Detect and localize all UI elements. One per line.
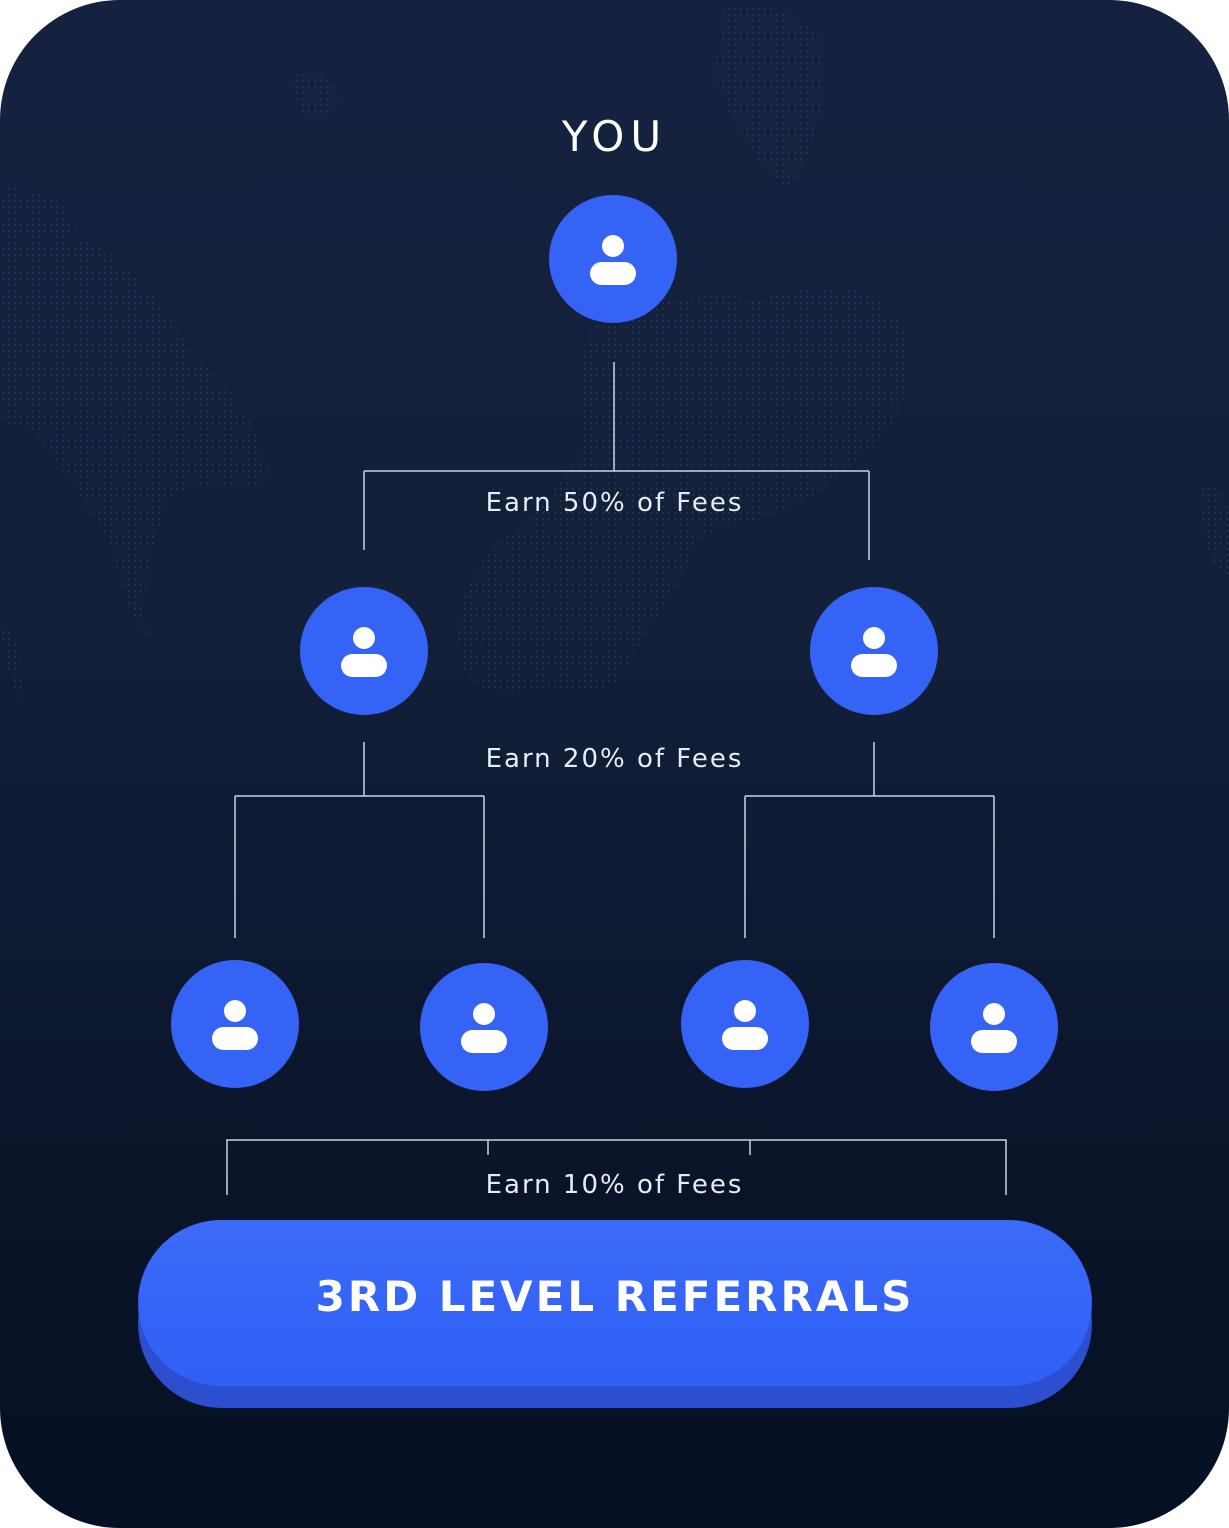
- level-1-referral-node: [810, 587, 938, 715]
- user-icon: [212, 1000, 258, 1050]
- user-icon: [971, 1003, 1017, 1053]
- level-2-referral-node: [681, 960, 809, 1088]
- user-icon: [851, 627, 897, 677]
- level-1-referral-node: [300, 587, 428, 715]
- user-icon: [722, 1000, 768, 1050]
- cta-button-label: 3RD LEVEL REFERRALS: [315, 1271, 915, 1321]
- you-node: [549, 195, 677, 323]
- third-level-referrals-button[interactable]: 3RD LEVEL REFERRALS: [138, 1220, 1092, 1386]
- level-2-referral-node: [930, 963, 1058, 1091]
- level-2-referral-node: [420, 963, 548, 1091]
- user-icon: [341, 627, 387, 677]
- user-icon: [461, 1003, 507, 1053]
- level-2-referral-node: [171, 960, 299, 1088]
- you-label: YOU: [561, 112, 668, 161]
- user-icon: [590, 235, 636, 285]
- tier-3-label: Earn 10% of Fees: [485, 1170, 744, 1200]
- tier-1-label: Earn 50% of Fees: [485, 488, 744, 518]
- tier-2-label: Earn 20% of Fees: [485, 744, 744, 774]
